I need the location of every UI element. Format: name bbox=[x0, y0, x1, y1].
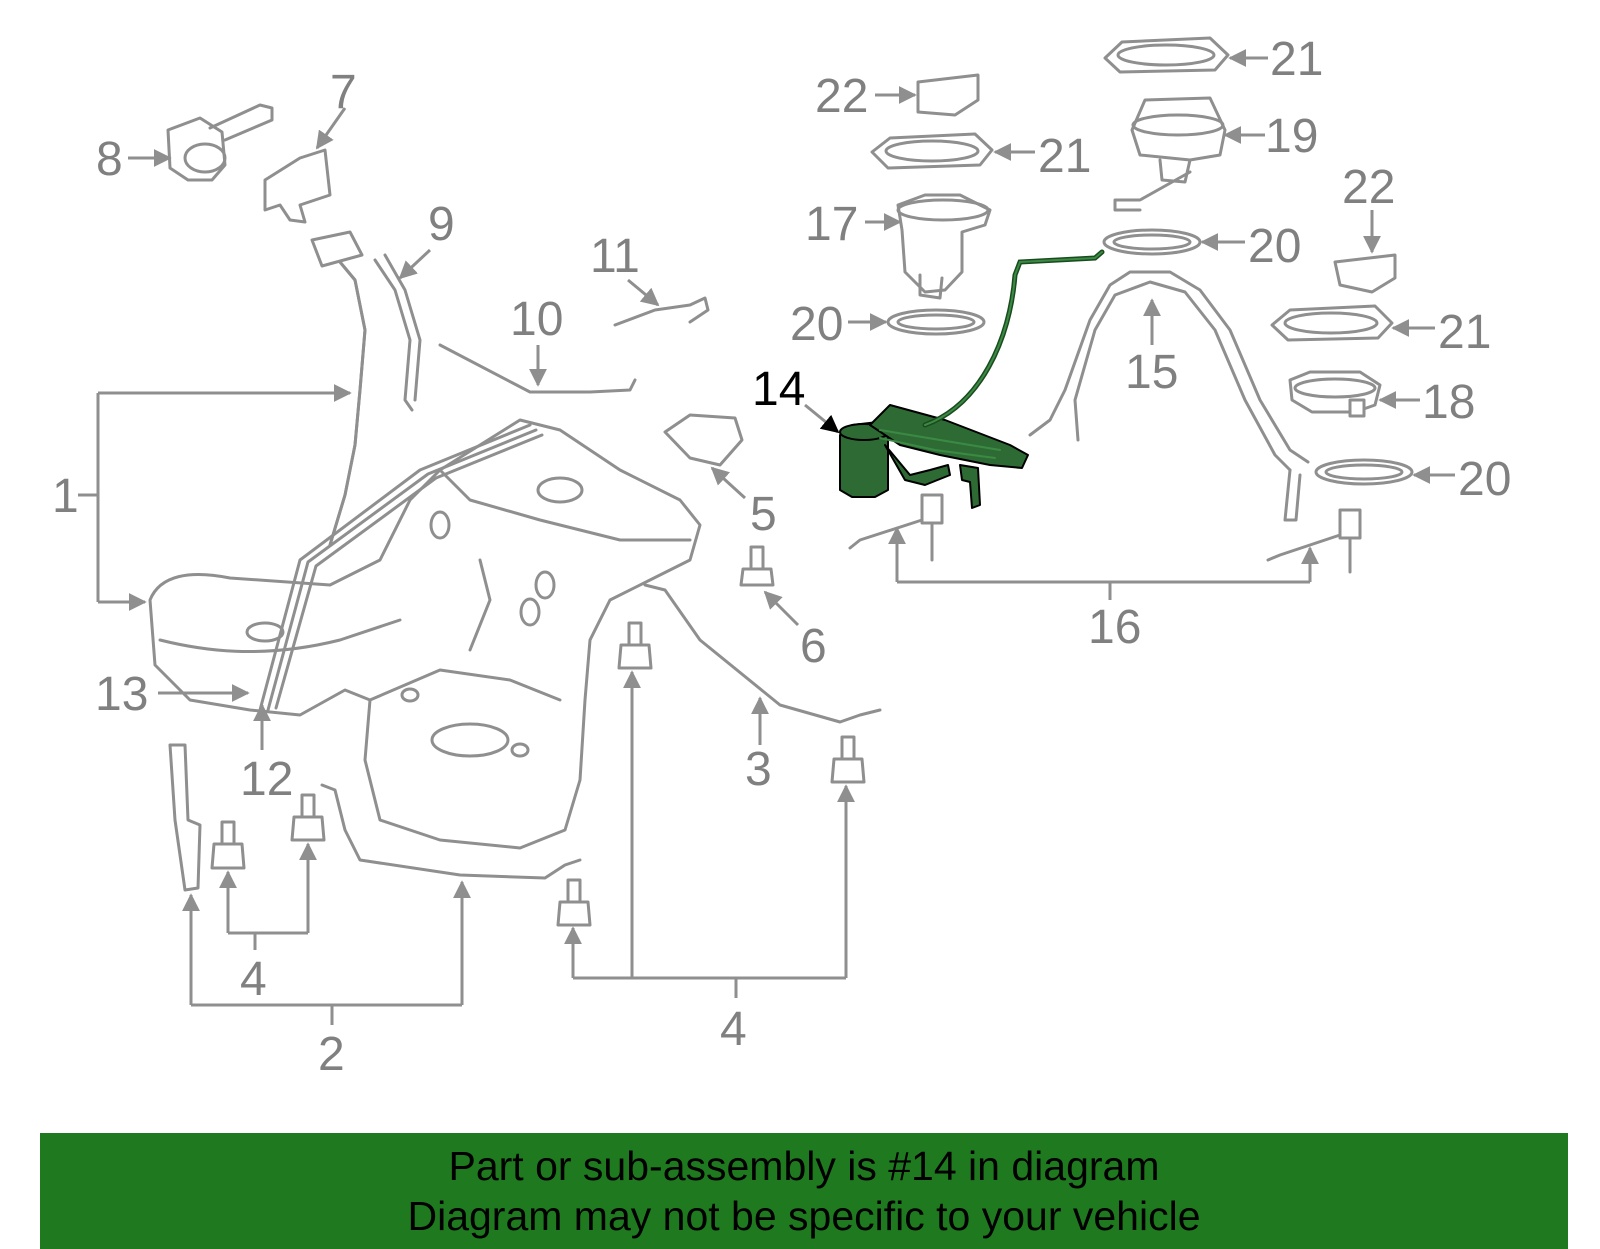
vent-bracket bbox=[613, 296, 710, 327]
fuel-pump-assembly-14[interactable] bbox=[839, 249, 1105, 509]
callout-22-left: 22 bbox=[815, 70, 868, 123]
info-banner: Part or sub-assembly is #14 in diagram D… bbox=[40, 1133, 1568, 1249]
callout-17: 17 bbox=[805, 198, 858, 251]
callout-7: 7 bbox=[330, 66, 357, 119]
cover-22-right bbox=[1333, 253, 1397, 294]
callout-8: 8 bbox=[96, 133, 123, 186]
fuel-sender-19 bbox=[1113, 96, 1227, 212]
lock-rings-21 bbox=[870, 36, 1394, 342]
callout-5: 5 bbox=[750, 488, 777, 541]
cover-22-left bbox=[916, 73, 980, 117]
callout-19: 19 bbox=[1265, 110, 1318, 163]
callout-11: 11 bbox=[590, 230, 640, 283]
callout-15: 15 bbox=[1125, 346, 1178, 399]
callout-21-right: 21 bbox=[1438, 306, 1491, 359]
fuel-tank bbox=[148, 418, 702, 850]
leader-lines bbox=[78, 49, 1455, 1025]
callout-18: 18 bbox=[1422, 376, 1475, 429]
callout-4-left: 4 bbox=[240, 953, 267, 1006]
filler-neck bbox=[310, 230, 422, 547]
callout-21-top: 21 bbox=[1270, 33, 1323, 86]
callout-3: 3 bbox=[745, 743, 772, 796]
callout-labels: 1 2 3 4 4 4 5 6 7 8 9 10 11 12 13 14 15 … bbox=[52, 33, 1511, 1081]
callout-4-right: 4 bbox=[720, 1003, 747, 1056]
banner-line-1: Part or sub-assembly is #14 in diagram bbox=[448, 1143, 1160, 1189]
tank-strap-left bbox=[320, 783, 582, 880]
callout-12: 12 bbox=[240, 753, 293, 806]
bolts-4 bbox=[210, 621, 866, 927]
bolt-6 bbox=[739, 545, 775, 587]
pump-cap-18 bbox=[1288, 370, 1382, 418]
tank-strap-right bbox=[643, 583, 882, 724]
pump-module-17 bbox=[896, 193, 992, 300]
callout-10: 10 bbox=[510, 293, 563, 346]
callout-20-right: 20 bbox=[1458, 453, 1511, 506]
callout-16: 16 bbox=[1088, 601, 1141, 654]
callout-2: 2 bbox=[318, 1028, 345, 1081]
heat-shield bbox=[663, 413, 744, 467]
fuel-door-housing bbox=[263, 148, 332, 224]
callout-20-top: 20 bbox=[1248, 220, 1301, 273]
fuel-cap bbox=[166, 103, 274, 182]
vent-tube bbox=[438, 343, 637, 394]
callout-13: 13 bbox=[95, 668, 148, 721]
callout-22-right: 22 bbox=[1342, 161, 1395, 214]
banner-line-2: Diagram may not be specific to your vehi… bbox=[407, 1193, 1201, 1239]
seals-20 bbox=[886, 228, 1414, 486]
callout-9: 9 bbox=[428, 198, 455, 251]
callout-20-left: 20 bbox=[790, 298, 843, 351]
fuel-lines-15 bbox=[1028, 270, 1310, 522]
callout-6: 6 bbox=[800, 620, 827, 673]
callout-21-mid: 21 bbox=[1038, 130, 1091, 183]
callout-14[interactable]: 14 bbox=[752, 363, 805, 416]
callout-1: 1 bbox=[52, 470, 79, 523]
level-sensors-16 bbox=[848, 493, 1362, 574]
strap-bracket bbox=[168, 743, 202, 892]
